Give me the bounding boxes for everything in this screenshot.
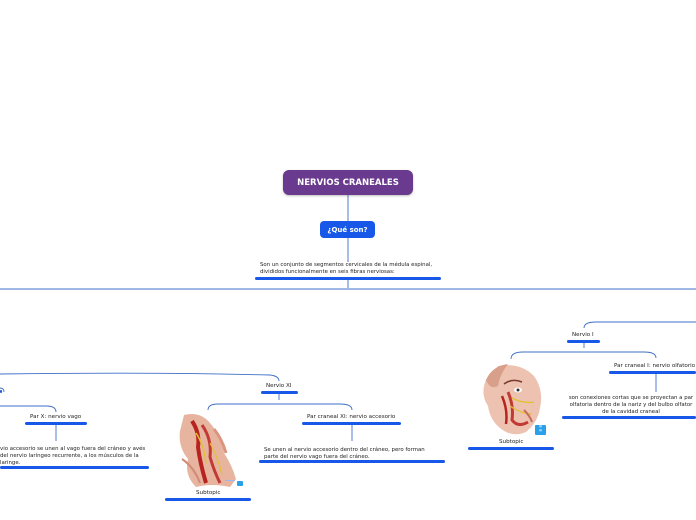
- subtopic-right-underline: [468, 447, 554, 450]
- par-x-text: vio accesorio se unen al vago fuera del …: [0, 446, 146, 466]
- par-i-text: son conexiones cortas que se proyectan a…: [568, 395, 694, 415]
- root-node[interactable]: NERVIOS CRANEALES: [283, 170, 413, 195]
- question-label: ¿Qué son?: [327, 225, 368, 234]
- par-i-text-underline: [562, 416, 696, 419]
- par-x-underline: [25, 422, 87, 425]
- neck-anatomy-image: [170, 413, 240, 491]
- nervio-xi-underline: [261, 391, 298, 394]
- question-node[interactable]: ¿Qué son?: [320, 221, 375, 238]
- nervio-xi-label[interactable]: Nervio XI: [266, 383, 292, 389]
- definition-underline: [255, 277, 441, 280]
- offscreen-node-underline: [0, 390, 2, 393]
- par-xi-text: Se unen al nervio accesorio dentro del c…: [264, 447, 425, 460]
- subtopic-label-right[interactable]: Subtopic: [499, 439, 524, 445]
- image-thumbnail-icon-right[interactable]: ▤▤: [535, 424, 546, 435]
- par-x-label[interactable]: Par X: nervio vago: [30, 414, 82, 420]
- nervio-i-label[interactable]: Nervio I: [572, 332, 594, 338]
- image-thumbnail-icon[interactable]: [237, 481, 243, 486]
- nervio-i-underline: [567, 340, 600, 343]
- par-xi-label[interactable]: Par craneal XI: nervio accesorio: [307, 414, 396, 420]
- par-xi-underline: [302, 422, 401, 425]
- image-caption-line: [225, 480, 235, 481]
- head-anatomy-image: [478, 362, 550, 438]
- subtopic-left-underline: [165, 498, 251, 501]
- definition-text: Son un conjunto de segmentos cervicales …: [260, 262, 433, 275]
- root-title: NERVIOS CRANEALES: [297, 177, 399, 188]
- par-x-text-underline: [0, 466, 149, 469]
- par-i-underline: [609, 371, 696, 374]
- par-xi-text-underline: [259, 460, 445, 463]
- par-i-label[interactable]: Par craneal I: nervio olfatorio: [614, 363, 696, 369]
- subtopic-label-left[interactable]: Subtopic: [196, 490, 221, 496]
